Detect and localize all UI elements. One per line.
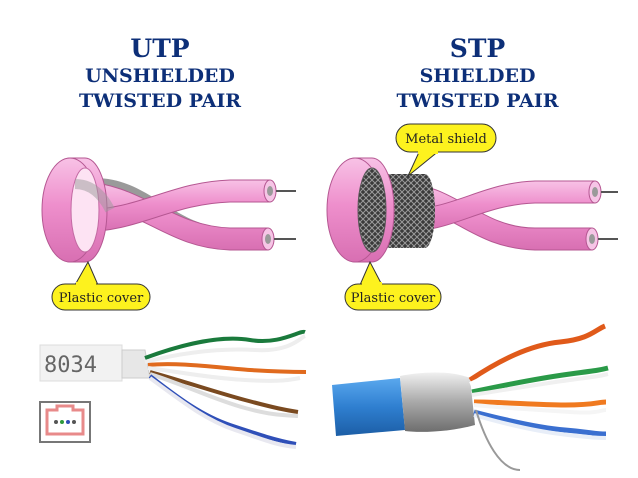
stp-plastic-cover-callout: Plastic cover — [344, 260, 442, 311]
utp-cable-illustration — [41, 157, 296, 263]
utp-cable-print: 8034 — [44, 353, 97, 378]
rj45-connector-icon — [39, 401, 91, 443]
stp-line2: TWISTED PAIR — [396, 90, 559, 112]
stp-heading: STP SHIELDED TWISTED PAIR — [355, 34, 600, 114]
utp-line1: UNSHIELDED — [85, 65, 235, 87]
stp-line1: SHIELDED — [419, 65, 536, 87]
utp-heading: UTP UNSHIELDED TWISTED PAIR — [40, 34, 280, 114]
utp-plastic-cover-callout: Plastic cover — [51, 260, 151, 311]
utp-callout-label: Plastic cover — [59, 291, 144, 306]
stp-cable-illustration — [326, 157, 618, 263]
stp-cable-photo — [332, 323, 609, 471]
utp-cable-photo: 8034 — [39, 329, 307, 449]
utp-abbr: UTP — [130, 34, 190, 63]
stp-abbr: STP — [449, 34, 506, 63]
stp-shield-callout-label: Metal shield — [405, 132, 487, 147]
stp-cover-callout-label: Plastic cover — [351, 291, 436, 306]
utp-line2: TWISTED PAIR — [78, 90, 242, 112]
stp-metal-shield-callout: Metal shield — [395, 123, 497, 177]
